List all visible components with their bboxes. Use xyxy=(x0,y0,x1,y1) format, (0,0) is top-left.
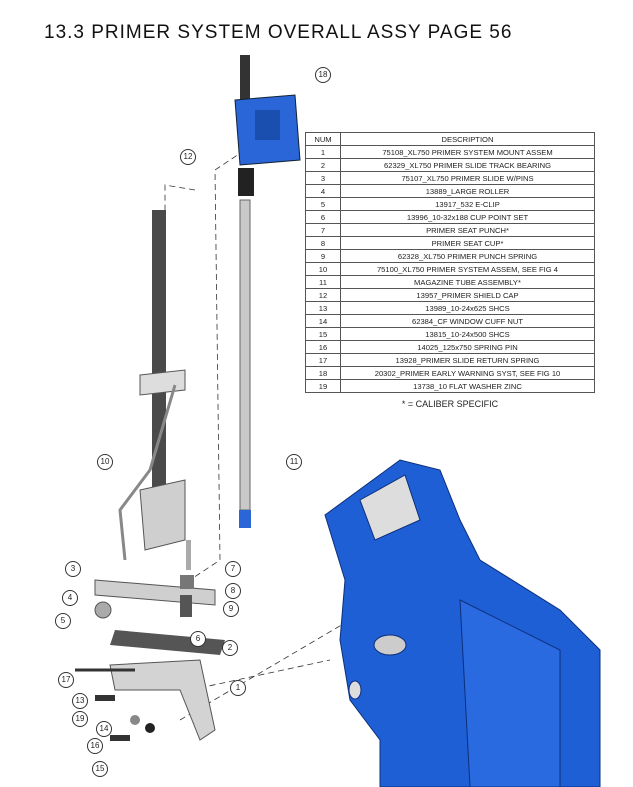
callout-9: 9 xyxy=(223,601,239,617)
part-num: 8 xyxy=(305,236,341,250)
part-description: 62384_CF WINDOW CUFF NUT xyxy=(340,314,595,328)
part-num: 1 xyxy=(305,145,341,159)
part-num: 17 xyxy=(305,353,341,367)
callout-3: 3 xyxy=(65,561,81,577)
caliber-specific-note: * = CALIBER SPECIFIC xyxy=(401,399,499,409)
part-description: 13889_LARGE ROLLER xyxy=(340,184,595,198)
part-num: 12 xyxy=(305,288,341,302)
part-num: 16 xyxy=(305,340,341,354)
part-num: 11 xyxy=(305,275,341,289)
part-num: 14 xyxy=(305,314,341,328)
part-num: 5 xyxy=(305,197,341,211)
part-num: 7 xyxy=(305,223,341,237)
callout-10: 10 xyxy=(97,454,113,470)
callout-18: 18 xyxy=(315,67,331,83)
callout-17: 17 xyxy=(58,672,74,688)
part-description: 75107_XL750 PRIMER SLIDE W/PINS xyxy=(340,171,595,185)
part-num: 6 xyxy=(305,210,341,224)
part-description: 75100_XL750 PRIMER SYSTEM ASSEM, SEE FIG… xyxy=(340,262,595,276)
part-description: PRIMER SEAT PUNCH* xyxy=(340,223,595,237)
callout-2: 2 xyxy=(222,640,238,656)
primer-system-mount-part xyxy=(109,659,216,741)
part-num: 13 xyxy=(305,301,341,315)
callout-14: 14 xyxy=(96,721,112,737)
callout-19: 19 xyxy=(72,711,88,727)
callout-13: 13 xyxy=(72,693,88,709)
callout-11: 11 xyxy=(286,454,302,470)
part-num: 2 xyxy=(305,158,341,172)
part-num: 4 xyxy=(305,184,341,198)
column-header-num: NUM xyxy=(305,132,341,146)
part-description: 14025_125x750 SPRING PIN xyxy=(340,340,595,354)
part-num: 3 xyxy=(305,171,341,185)
part-description: 13815_10-24x500 SHCS xyxy=(340,327,595,341)
primer-slide-part xyxy=(94,579,216,606)
slide-track-bearing-part xyxy=(110,630,225,655)
part-description: 62328_XL750 PRIMER PUNCH SPRING xyxy=(340,249,595,263)
part-description: 13996_10-32x188 CUP POINT SET xyxy=(340,210,595,224)
callout-15: 15 xyxy=(92,761,108,777)
press-frame-part xyxy=(324,459,601,787)
primer-system-assem-part xyxy=(139,479,186,551)
part-num: 19 xyxy=(305,379,341,393)
part-description: 13928_PRIMER SLIDE RETURN SPRING xyxy=(340,353,595,367)
part-num: 10 xyxy=(305,262,341,276)
part-num: 9 xyxy=(305,249,341,263)
magazine-tube-part xyxy=(239,199,251,511)
page-title: 13.3 PRIMER SYSTEM OVERALL ASSY PAGE 56 xyxy=(44,22,513,43)
part-description: PRIMER SEAT CUP* xyxy=(340,236,595,250)
part-num: 18 xyxy=(305,366,341,380)
callout-12: 12 xyxy=(180,149,196,165)
callout-4: 4 xyxy=(62,590,78,606)
part-description: 13738_10 FLAT WASHER ZINC xyxy=(340,379,595,393)
part-description: 13917_532 E-CLIP xyxy=(340,197,595,211)
part-description: 62329_XL750 PRIMER SLIDE TRACK BEARING xyxy=(340,158,595,172)
column-header-description: DESCRIPTION xyxy=(340,132,595,146)
part-description: 13989_10-24x625 SHCS xyxy=(340,301,595,315)
part-num: 15 xyxy=(305,327,341,341)
part-description: 75108_XL750 PRIMER SYSTEM MOUNT ASSEM xyxy=(340,145,595,159)
callout-6: 6 xyxy=(190,631,206,647)
callout-1: 1 xyxy=(230,680,246,696)
part-description: 13957_PRIMER SHIELD CAP xyxy=(340,288,595,302)
primer-shield-cap-part xyxy=(238,168,254,196)
table-header-row: NUM DESCRIPTION xyxy=(305,132,595,146)
callout-7: 7 xyxy=(225,561,241,577)
early-warning-system-part xyxy=(234,55,301,166)
callout-5: 5 xyxy=(55,613,71,629)
callout-16: 16 xyxy=(87,738,103,754)
part-description: MAGAZINE TUBE ASSEMBLY* xyxy=(340,275,595,289)
callout-8: 8 xyxy=(225,583,241,599)
part-description: 20302_PRIMER EARLY WARNING SYST, SEE FIG… xyxy=(340,366,595,380)
